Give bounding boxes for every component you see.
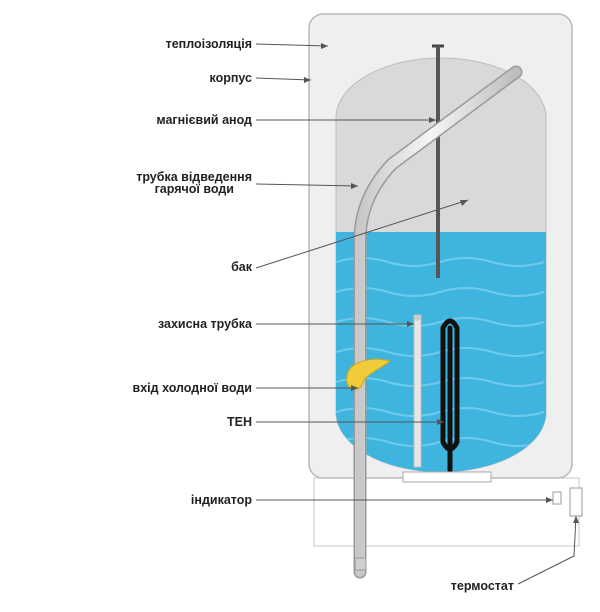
tube-outlet-cap bbox=[354, 557, 367, 571]
leader-arrowheads bbox=[304, 43, 579, 523]
cold-water-inlet-fin bbox=[346, 358, 392, 391]
heating-element bbox=[440, 318, 460, 473]
leader-tank bbox=[255, 199, 469, 269]
leader-hot-water-tube bbox=[255, 183, 359, 187]
label-magnesium-anode: магнієвий анод bbox=[156, 113, 252, 127]
label-heating-element: ТЕН bbox=[227, 415, 252, 429]
label-hot-water-tube-line2: гарячої води bbox=[155, 182, 234, 196]
label-casing: корпус bbox=[209, 71, 252, 85]
label-hot-water-tube-line1: трубка відведення bbox=[136, 170, 252, 184]
leader-thermostat bbox=[517, 515, 577, 585]
leader-casing bbox=[255, 77, 312, 81]
magnesium-anode bbox=[432, 44, 444, 278]
leader-lines bbox=[255, 43, 577, 585]
label-protective-tube: захисна трубка bbox=[158, 317, 253, 331]
flange-plate bbox=[402, 471, 492, 483]
thermostat-unit bbox=[569, 487, 583, 517]
label-thermal-insulation: теплоізоляція bbox=[166, 37, 252, 51]
label-cold-water-inlet: вхід холодної води bbox=[133, 381, 252, 395]
label-thermostat: термостат bbox=[451, 579, 514, 593]
label-tank: бак bbox=[231, 260, 253, 274]
leader-thermal-insulation bbox=[255, 43, 329, 47]
label-indicator: індикатор bbox=[191, 493, 252, 507]
indicator-lamp bbox=[552, 491, 562, 505]
protective-tube bbox=[413, 314, 422, 468]
